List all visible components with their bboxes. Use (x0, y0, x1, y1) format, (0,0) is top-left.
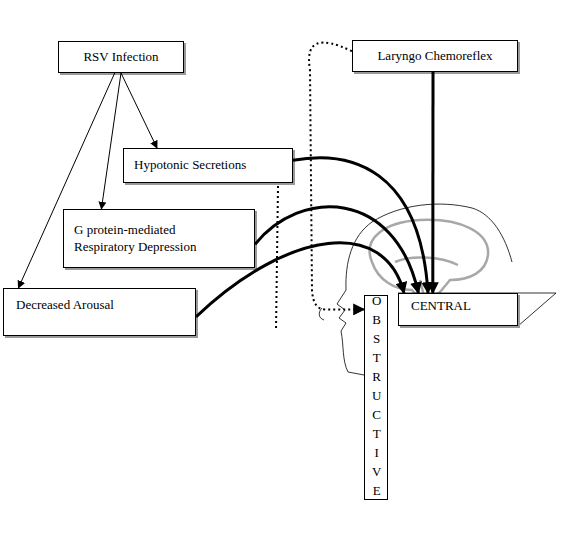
box-label: CENTRAL (411, 298, 471, 314)
box-label: Decreased Arousal (16, 297, 114, 313)
brain-outline (370, 220, 488, 300)
causal-arrow (431, 72, 434, 293)
mechanism-box: G protein-mediated Respiratory Depressio… (63, 209, 255, 268)
dotted-line (276, 186, 278, 330)
head-profile (319, 204, 512, 375)
cause-box: RSV Infection (58, 41, 184, 73)
box-label: G protein-mediated Respiratory Depressio… (74, 222, 232, 255)
causal-arrow (255, 207, 418, 293)
reflex-box: Laryngo Chemoreflex (352, 40, 518, 72)
box-label: Laryngo Chemoreflex (377, 48, 492, 64)
box-label: RSV Infection (83, 49, 158, 65)
plane-outline (398, 293, 556, 326)
box-label: Hypotonic Secretions (134, 157, 246, 173)
causal-arrow (196, 243, 404, 317)
causal-arrow (121, 73, 157, 148)
causal-arrow (101, 73, 121, 209)
dotted-arrow (309, 43, 364, 310)
mechanism-box: Hypotonic Secretions (123, 148, 293, 183)
apnea-type-box: CENTRAL (398, 293, 518, 326)
box-label: OBSTRUCTIVE (368, 293, 384, 502)
causal-arrow (293, 158, 428, 293)
apnea-type-box: OBSTRUCTIVE (364, 295, 388, 500)
mechanism-box: Decreased Arousal (3, 288, 196, 336)
causal-arrow (18, 73, 114, 288)
